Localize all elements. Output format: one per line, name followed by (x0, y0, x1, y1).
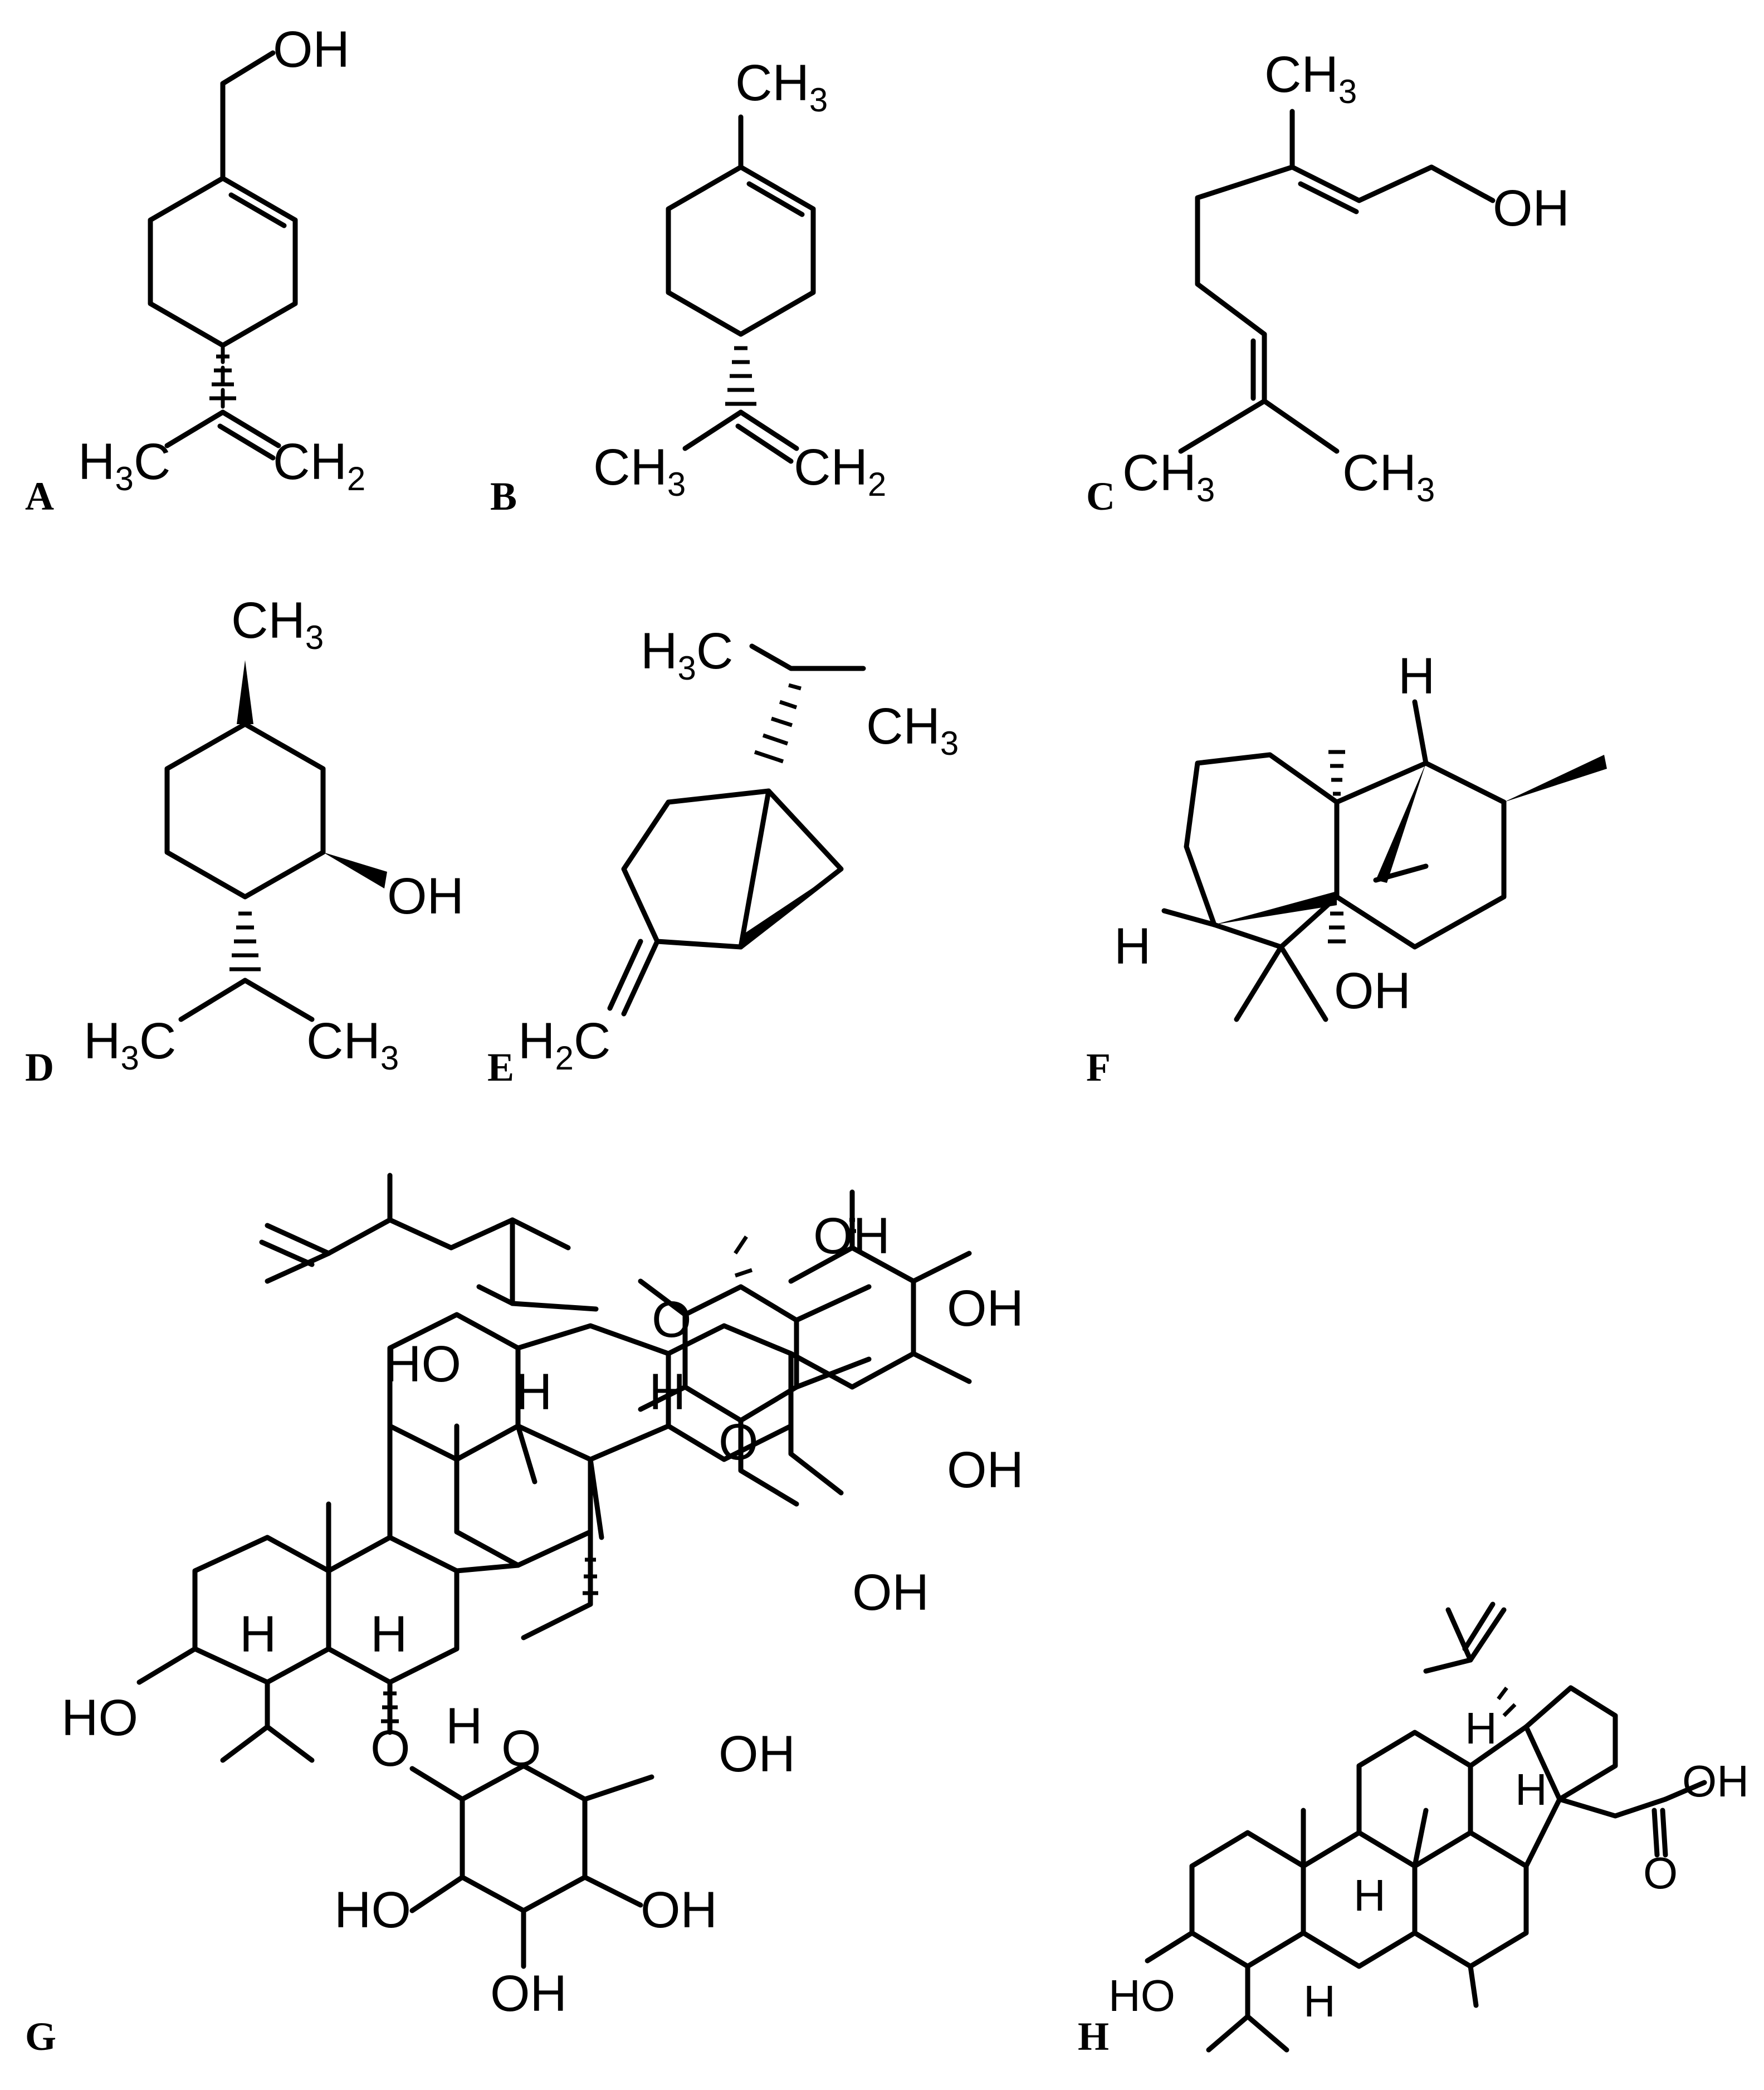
structure-h: H H OH O H HO H H (1078, 1601, 1749, 2059)
atom-label-ch2: CH2 (273, 433, 365, 497)
panel-label-b: B (490, 474, 517, 519)
atom-label-oh: OH (490, 1965, 567, 2022)
atom-label-oh: OH (641, 1882, 717, 1938)
panel-label-f: F (1086, 1045, 1111, 1090)
atom-label-ch3: CH3 (866, 698, 959, 762)
panel-label-h: H (1078, 2014, 1109, 2059)
atom-label-ch3: CH3 (735, 55, 828, 119)
atom-label-ch3: CH3 (1122, 445, 1215, 509)
atom-label-ho: HO (61, 1689, 138, 1746)
atom-label-h: H (515, 1364, 552, 1420)
panel-label-c: C (1086, 474, 1115, 519)
atom-label-ho: HO (1108, 1971, 1175, 2020)
atom-label-h: H (1465, 1703, 1497, 1753)
atom-label-ch2: CH2 (794, 439, 886, 503)
atom-label-ch3: CH3 (1342, 445, 1435, 509)
atom-label-ch3: CH3 (1264, 46, 1357, 110)
panel-label-d: D (25, 1045, 54, 1090)
atom-label-oh: OH (852, 1564, 929, 1621)
atom-label-h3c: H3C (641, 623, 733, 687)
atom-label-oh: OH (1493, 180, 1570, 237)
atom-label-ho: HO (334, 1882, 411, 1938)
panel-label-g: G (25, 2014, 56, 2059)
atom-label-oh: OH (1334, 963, 1411, 1019)
atom-label-oh: OH (273, 21, 350, 78)
atom-label-h: H (446, 1698, 482, 1755)
atom-label-h: H (1515, 1765, 1547, 1814)
atom-label-oh: OH (947, 1280, 1024, 1337)
atom-label-h3c: H3C (84, 1013, 176, 1077)
atom-label-h: H (240, 1606, 276, 1663)
atom-label-oh: OH (1682, 1756, 1749, 1806)
atom-label-ch3: CH3 (306, 1013, 399, 1077)
atom-label-o: O (501, 1720, 541, 1777)
atom-label-oh: OH (719, 1726, 795, 1783)
atom-label-ho: HO (384, 1336, 461, 1393)
atom-label-oh: OH (387, 868, 464, 925)
atom-label-h3c: H3C (78, 433, 170, 497)
structure-f: H H OH F (1086, 648, 1607, 1090)
atom-label-o: O (1643, 1848, 1678, 1898)
panel-label-e: E (487, 1045, 514, 1090)
structure-d: CH3 OH H3C CH3 D (25, 592, 464, 1090)
atom-label-h: H (649, 1364, 686, 1420)
atom-label-ch3: CH3 (593, 439, 686, 503)
panel-label-a: A (25, 474, 54, 519)
atom-label-oh: OH (813, 1208, 890, 1264)
atom-label-h: H (1398, 648, 1435, 705)
structure-b: CH3 CH3 CH2 B (490, 55, 886, 519)
atom-label-o: O (652, 1291, 692, 1348)
atom-label-h: H (370, 1606, 407, 1663)
atom-label-h2c: H2C (518, 1013, 610, 1077)
atom-label-oh: OH (947, 1442, 1024, 1498)
atom-label-h: H (1353, 1871, 1386, 1920)
atom-label-o: O (719, 1414, 759, 1471)
atom-label-h: H (1114, 918, 1151, 975)
atom-label-ch3: CH3 (231, 592, 324, 656)
structure-c: CH3 OH CH3 CH3 C (1086, 46, 1570, 519)
structure-a: OH H3C CH2 A (25, 21, 365, 519)
structure-g: OH O OH HO H H O OH OH H H HO O H O OH H… (25, 1173, 1024, 2059)
atom-label-h: H (1303, 1976, 1336, 2026)
atom-label-o: O (370, 1720, 411, 1777)
structure-e: H3C CH3 H2C E (487, 623, 959, 1090)
